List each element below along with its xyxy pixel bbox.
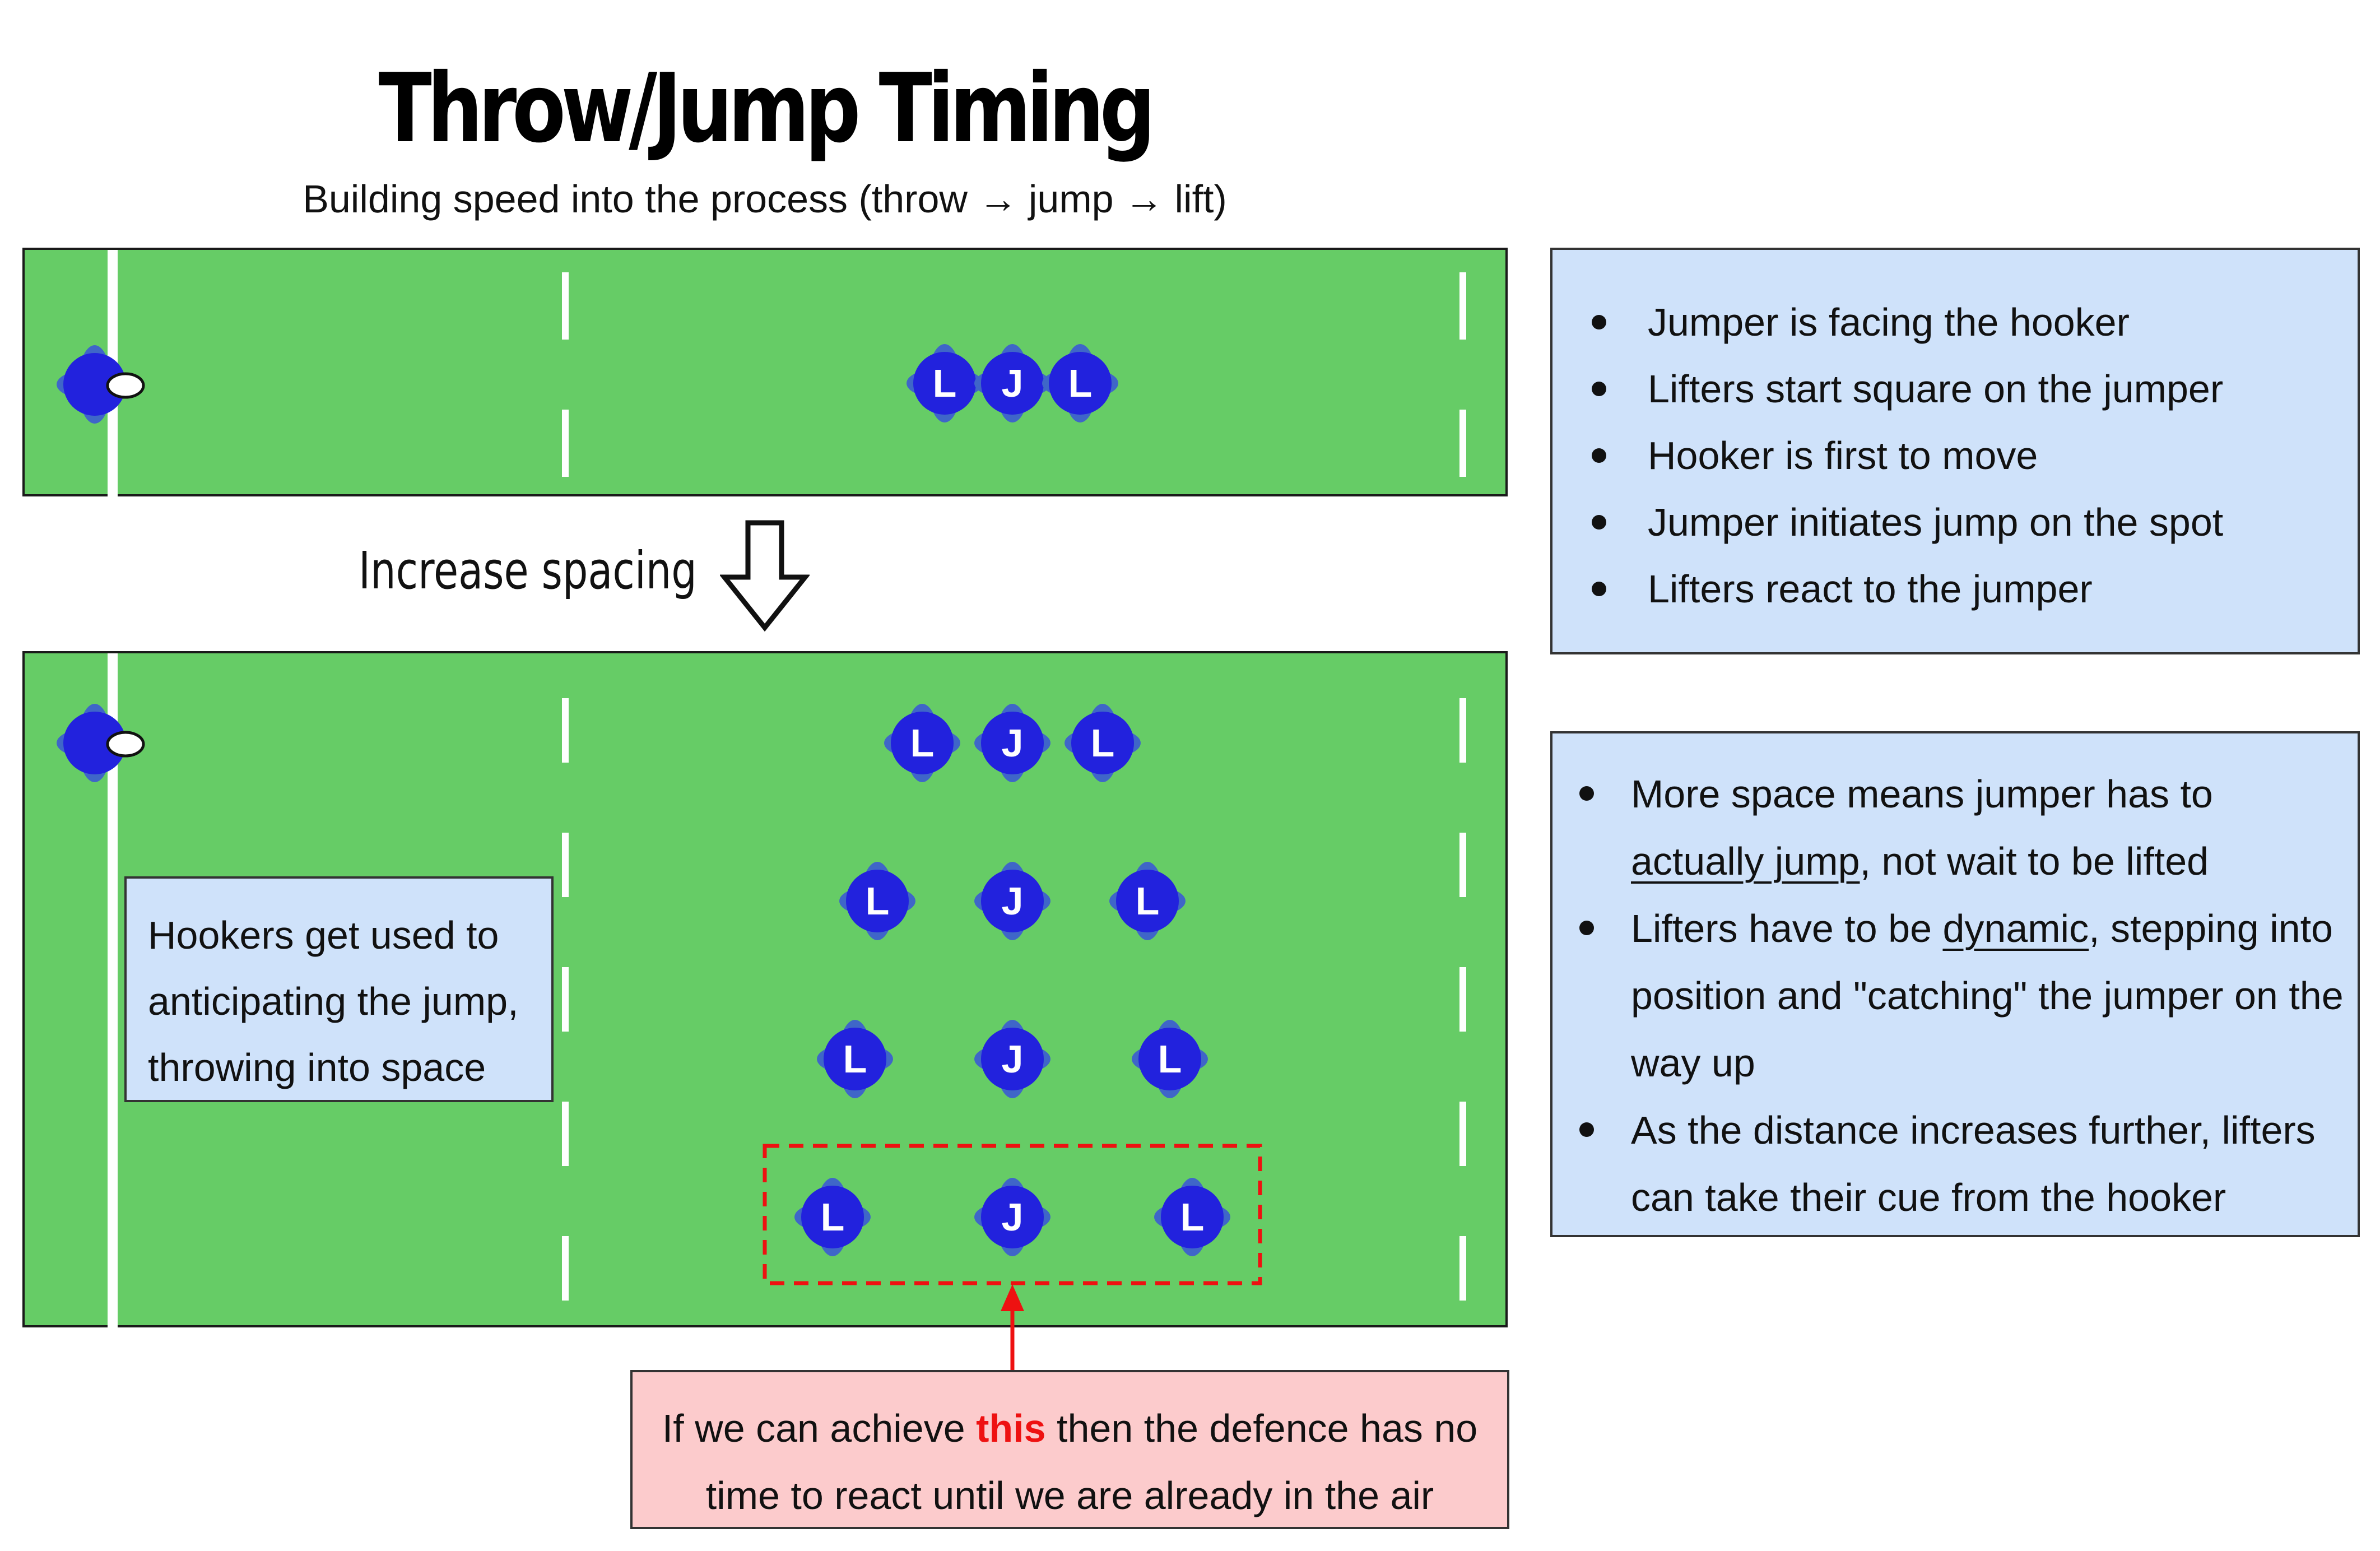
hooker-note-line: anticipating the jump, (148, 979, 519, 1023)
underlined-text: actually jump (1631, 839, 1860, 883)
lifter-player: L (1042, 344, 1118, 422)
lifter-player: L (884, 704, 960, 782)
list-text: More space means jumper has to (1631, 772, 2213, 816)
underlined-text: dynamic (1942, 907, 2089, 950)
lifter-player: L (1132, 1020, 1208, 1098)
callout-line: time to react until we are already in th… (705, 1474, 1434, 1517)
list-text: , stepping into position and "catching" … (1631, 907, 2344, 1085)
hooker-note-box: Hookers get used to anticipating the jum… (124, 876, 554, 1102)
info-list: Jumper is facing the hooker Lifters star… (1591, 289, 2223, 623)
ball-icon (106, 372, 145, 399)
list-item: Lifters react to the jumper (1591, 556, 2223, 623)
list-item: Lifters start square on the jumper (1591, 356, 2223, 422)
list-item: Lifters have to be dynamic, stepping int… (1579, 895, 2354, 1097)
list-item: Jumper is facing the hooker (1591, 289, 2223, 356)
list-item: Hooker is first to move (1591, 422, 2223, 489)
lifter-player: L (1065, 704, 1141, 782)
info-box-spacing: More space means jumper has to actually … (1550, 731, 2360, 1237)
field-initial-setup: L J L (22, 248, 1508, 499)
lifter-player: L (907, 344, 983, 422)
hooker-note-line: Hookers get used to (148, 913, 499, 957)
touchline (108, 653, 118, 1330)
list-item: As the distance increases further, lifte… (1579, 1097, 2354, 1231)
list-text: Lifters have to be (1631, 907, 1943, 950)
callout-line: If we can achieve this then the defence … (633, 1395, 1507, 1462)
ball-icon (106, 731, 145, 758)
increase-spacing-label: Increase spacing (359, 541, 697, 601)
field-markings (108, 653, 1466, 1330)
jumper-player: J (974, 704, 1050, 782)
lifter-player: L (1154, 1178, 1230, 1256)
lifter-player: L (839, 862, 915, 940)
list-text: , not wait to be lifted (1860, 839, 2209, 883)
list-item: More space means jumper has to actually … (1579, 760, 2354, 895)
callout-text: If we can achieve (662, 1406, 977, 1450)
jumper-player: J (974, 862, 1050, 940)
lifter-player: L (1109, 862, 1186, 940)
callout-box: If we can achieve this then the defence … (630, 1370, 1509, 1529)
list-item: Jumper initiates jump on the spot (1591, 489, 2223, 556)
page-subtitle: Building speed into the process (throw →… (303, 177, 1227, 221)
hooker-note-line: throwing into space (148, 1046, 486, 1089)
callout-text: then the defence has no (1045, 1406, 1478, 1450)
jumper-player: J (974, 1178, 1050, 1256)
field-markings (108, 250, 1466, 499)
jumper-player: J (974, 1020, 1050, 1098)
callout-highlight: this (976, 1406, 1046, 1450)
down-arrow-icon (720, 520, 810, 632)
jumper-player: J (974, 344, 1050, 422)
page-title: Throw/Jump Timing (378, 53, 1156, 164)
info-list: More space means jumper has to actually … (1579, 760, 2354, 1231)
lifter-player: L (817, 1020, 893, 1098)
info-box-initial: Jumper is facing the hooker Lifters star… (1550, 248, 2360, 654)
lifter-player: L (794, 1178, 871, 1256)
